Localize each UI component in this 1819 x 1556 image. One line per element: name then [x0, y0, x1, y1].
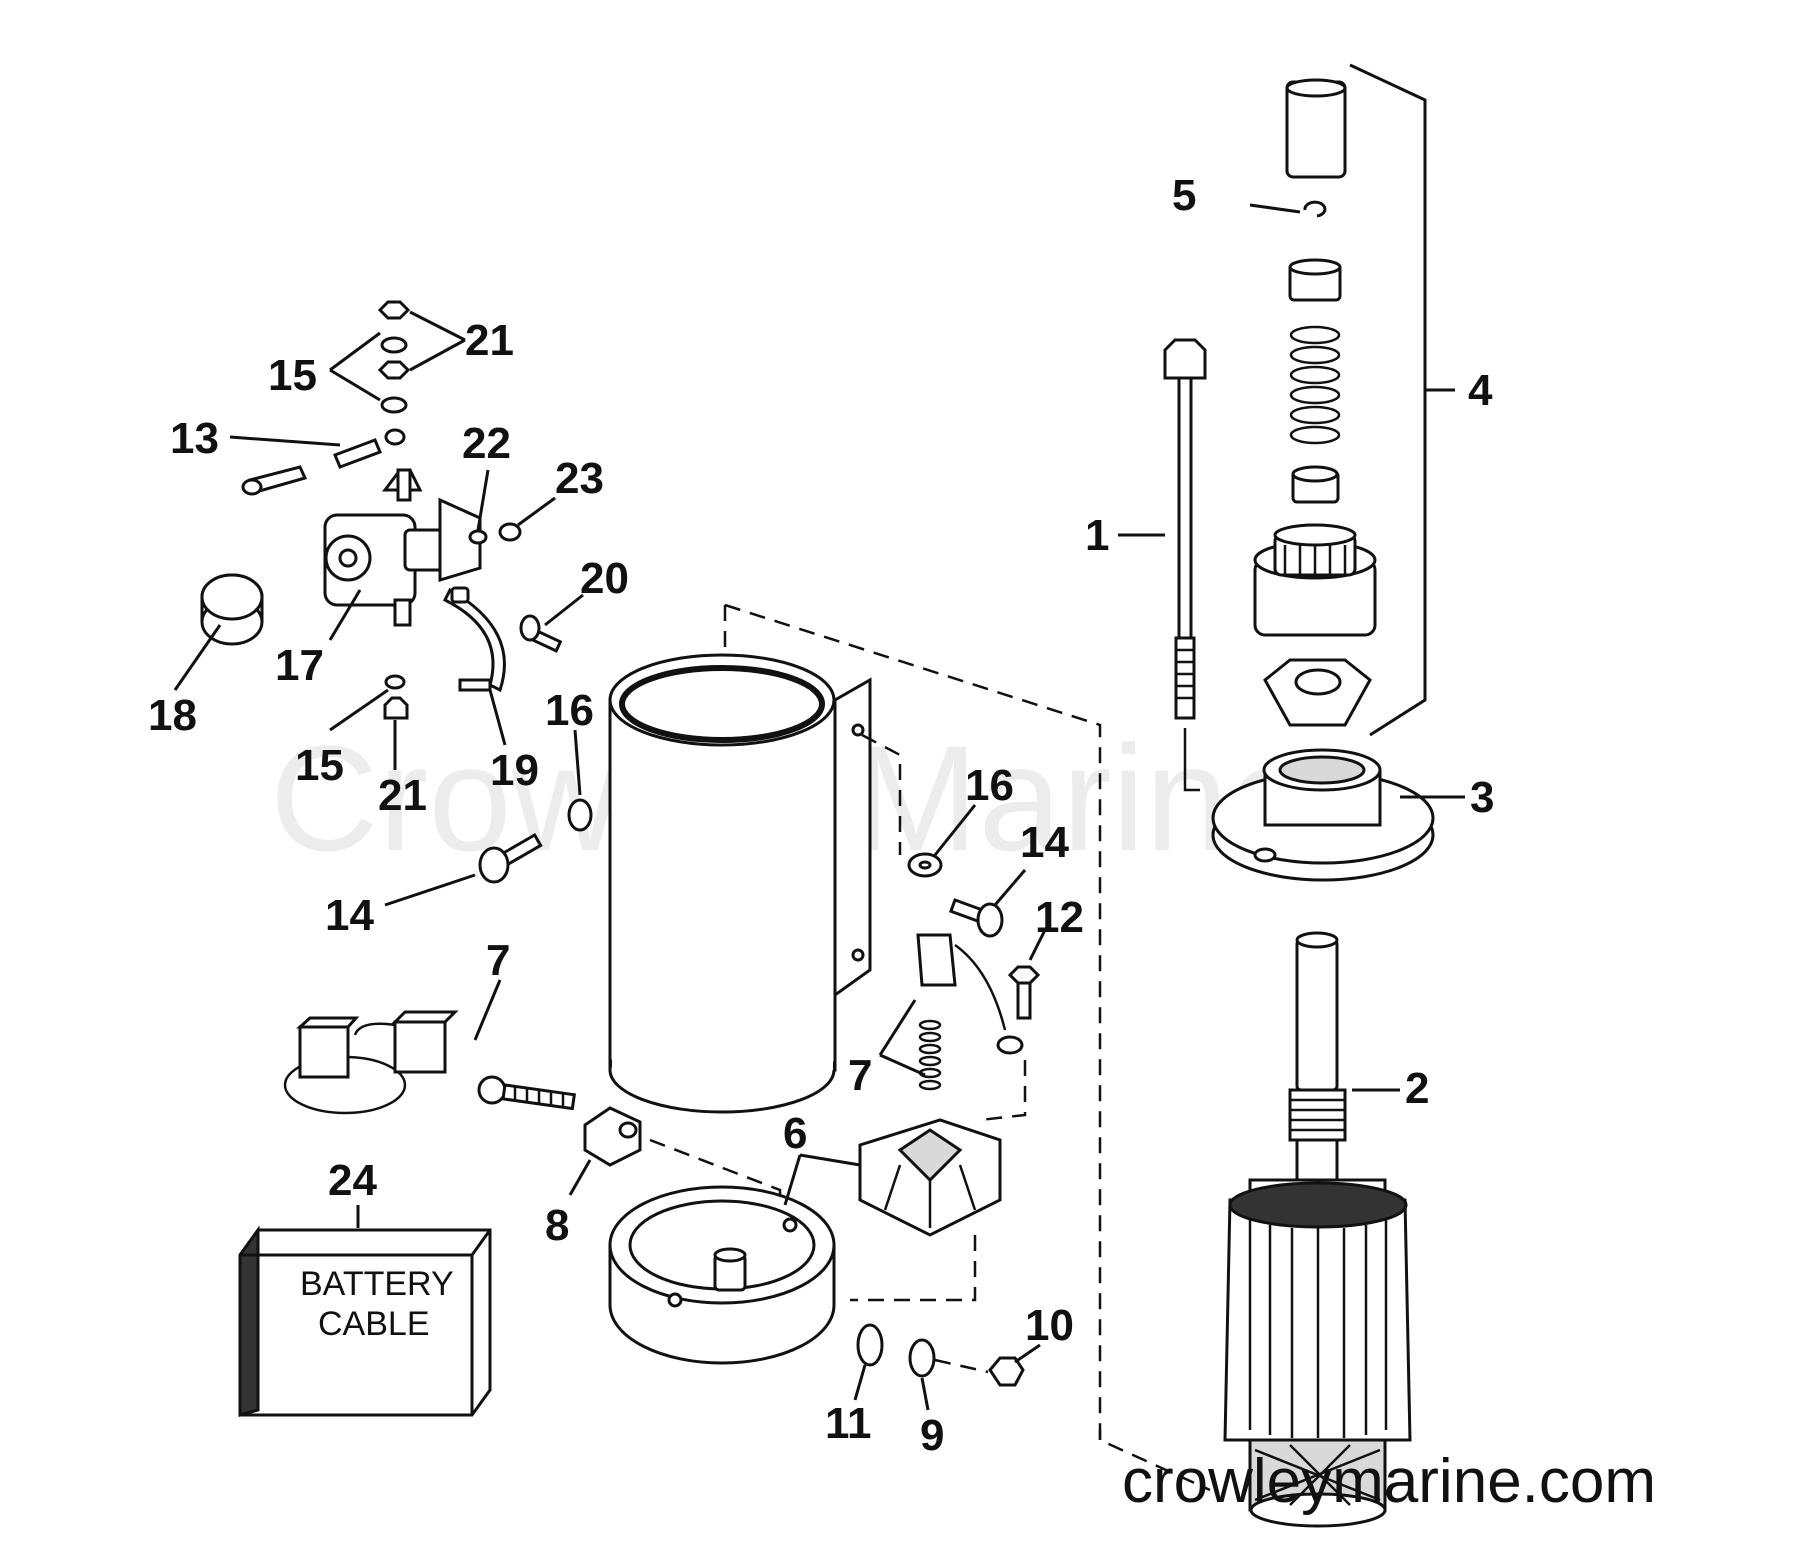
- through-bolt: [1163, 338, 1207, 792]
- callout-17: 17: [275, 641, 324, 690]
- screw-14-left: [478, 832, 543, 884]
- starter-frame: [608, 603, 1211, 1492]
- callout-16-left: 16: [545, 686, 594, 735]
- callout-14-right: 14: [1020, 818, 1069, 867]
- callout-2: 2: [1405, 1064, 1429, 1113]
- leader-lines: [173, 203, 1465, 1411]
- callout-21-top: 21: [465, 316, 514, 365]
- washer-9: [908, 1338, 936, 1378]
- screw-14-right: [948, 898, 1004, 938]
- callout-12: 12: [1035, 893, 1084, 942]
- callout-10: 10: [1025, 1301, 1074, 1350]
- callout-15-top: 15: [268, 351, 317, 400]
- drive-spring: [1289, 325, 1341, 445]
- callout-13: 13: [170, 414, 219, 463]
- callout-14-left: 14: [325, 891, 374, 940]
- brush-holder: [850, 1118, 1002, 1302]
- callout-24: 24: [328, 1156, 377, 1205]
- callout-21-bottom: 21: [378, 771, 427, 820]
- callout-16-right: 16: [965, 761, 1014, 810]
- callout-18: 18: [148, 691, 197, 740]
- brush-set-left: [283, 1010, 577, 1115]
- pinion-gear: [1253, 523, 1377, 637]
- drive-assembly: [1253, 63, 1455, 737]
- callout-9: 9: [920, 1411, 944, 1460]
- washer-11: [856, 1323, 884, 1367]
- callout-15-bottom: 15: [295, 741, 344, 790]
- callout-1: 1: [1085, 511, 1109, 560]
- callout-22: 22: [462, 419, 511, 468]
- washer-16-left: [567, 798, 593, 832]
- callout-11: 11: [825, 1399, 872, 1448]
- website-url: crowleymarine.com: [1122, 1447, 1656, 1516]
- callout-7-right: 7: [848, 1051, 872, 1100]
- callout-6: 6: [783, 1109, 807, 1158]
- battery-cable-box: BATTERY CABLE: [238, 1225, 492, 1417]
- callout-23: 23: [555, 454, 604, 503]
- battery-cable-text-line2: CABLE: [318, 1305, 430, 1343]
- callout-5: 5: [1172, 171, 1196, 220]
- callout-20: 20: [580, 554, 629, 603]
- brush-set-right: [916, 933, 1041, 1122]
- snap-ring: [1303, 200, 1327, 218]
- armature: [1223, 931, 1412, 1528]
- callout-19: 19: [490, 746, 539, 795]
- callout-4: 4: [1468, 366, 1493, 415]
- callout-3: 3: [1470, 773, 1494, 822]
- callout-8: 8: [545, 1201, 569, 1250]
- battery-cable-text-line1: BATTERY: [300, 1265, 454, 1303]
- drive-end-cap: [1211, 748, 1435, 882]
- callout-7-left: 7: [486, 936, 510, 985]
- commutator-end-head: [608, 1185, 836, 1365]
- nut-10: [988, 1356, 1025, 1387]
- solenoid-group: [200, 300, 563, 720]
- callout-labels: 5 4 1 3 2 21 15 13 22 23 20 17 18 15 21 …: [148, 171, 1494, 1460]
